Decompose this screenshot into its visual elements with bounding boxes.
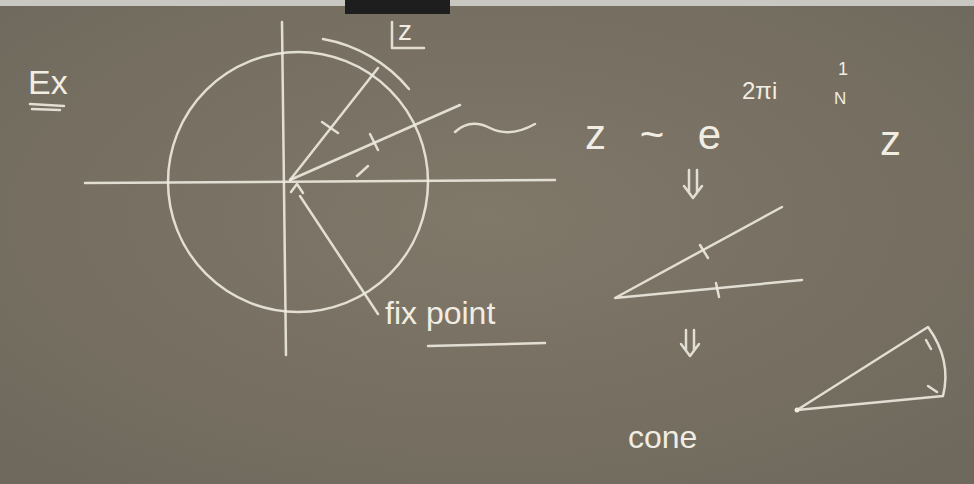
cone-shape (797, 327, 945, 410)
exponent-numerator: 1 (838, 60, 848, 80)
underline (30, 104, 64, 106)
implies-arrow (681, 330, 699, 356)
ray (290, 105, 460, 180)
exponent-denominator: N (834, 90, 846, 109)
plane-label: z (398, 16, 412, 47)
imaginary-axis (282, 22, 286, 355)
real-axis (85, 180, 555, 183)
tick-mark (322, 122, 338, 133)
tick-mark (357, 166, 368, 176)
wedge (615, 207, 802, 298)
exponent: 2πi (742, 78, 777, 104)
shape-label: cone (628, 420, 697, 455)
tick-mark (926, 340, 931, 349)
example-label: Ex (28, 64, 68, 101)
tick-mark (370, 134, 378, 150)
rotation-arc (323, 39, 409, 89)
underline (428, 343, 545, 346)
underline (32, 109, 60, 110)
board-frame (0, 0, 974, 6)
tick-mark (716, 283, 719, 297)
equation: z ~ e (585, 112, 721, 158)
magnet (345, 0, 450, 14)
ray (290, 68, 378, 180)
implies-arrow (684, 170, 702, 198)
callout-label: fix point (385, 296, 495, 331)
tick-mark (700, 245, 708, 258)
equation: z (880, 118, 901, 164)
leader-line (300, 196, 378, 314)
unit-circle (168, 52, 428, 312)
arrowhead (291, 184, 303, 193)
apex-dot (795, 408, 800, 413)
equivalence-tilde (455, 124, 535, 132)
tick-mark (928, 386, 937, 392)
